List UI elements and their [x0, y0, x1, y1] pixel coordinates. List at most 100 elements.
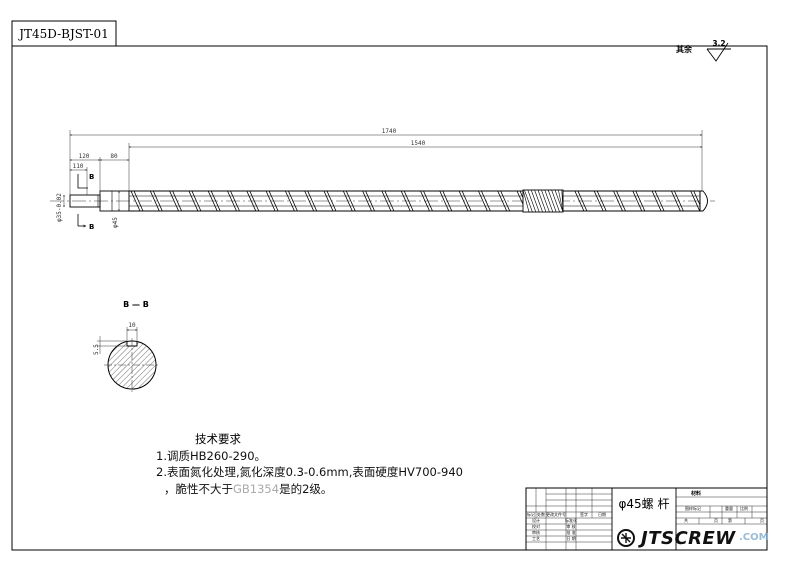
flight-line — [554, 189, 564, 213]
flight-line — [522, 189, 530, 213]
flight-line — [288, 190, 298, 212]
flight-line — [544, 189, 554, 213]
svg-text:校对: 校对 — [532, 523, 540, 529]
flight-line — [442, 190, 453, 212]
section-marker-bottom: B — [89, 223, 94, 231]
flight-line — [671, 190, 681, 212]
flight-line — [651, 190, 662, 212]
flight-line — [541, 189, 550, 213]
flight-line — [458, 190, 469, 212]
tech-req-title: 技术要求 — [195, 432, 241, 446]
dimensions — [63, 130, 703, 228]
svg-text:图样标记: 图样标记 — [685, 505, 701, 511]
flight-line — [613, 190, 623, 212]
section-marker-top: B — [89, 173, 94, 181]
screw-flights — [130, 190, 704, 212]
flight-line — [172, 190, 182, 212]
flight-line — [268, 190, 279, 212]
flight-line — [690, 190, 701, 212]
surface-finish-prefix: 其余 — [676, 44, 693, 54]
dim-key-depth: 5.5 — [93, 344, 100, 355]
flight-line — [534, 189, 543, 213]
mixing-section — [522, 189, 564, 213]
section-label: B — B — [123, 300, 149, 309]
flight-line — [188, 190, 199, 212]
tech-requirements: 技术要求 1.调质HB260-290。 2.表面氮化处理,氮化深度0.3-0.6… — [156, 432, 463, 496]
flight-line — [439, 190, 450, 212]
flight-line — [149, 190, 160, 212]
flight-line — [207, 190, 218, 212]
flight-line — [654, 190, 665, 212]
svg-text:审 核: 审 核 — [566, 523, 575, 529]
svg-text:比例: 比例 — [740, 505, 748, 511]
flight-line — [133, 190, 144, 212]
svg-text:重量: 重量 — [725, 505, 733, 511]
part-name: φ45螺 杆 — [618, 497, 669, 511]
logo-watermark: .COM — [739, 532, 769, 543]
svg-text:标准化: 标准化 — [565, 517, 577, 523]
logo-text: JTSCREW — [638, 528, 736, 549]
flight-line — [307, 190, 318, 212]
svg-text:设计: 设计 — [532, 517, 540, 523]
svg-text:批 准: 批 准 — [566, 529, 575, 535]
flight-line — [365, 190, 375, 212]
flight-line — [500, 190, 511, 212]
flight-line — [246, 190, 257, 212]
flight-line — [527, 189, 537, 213]
dim-total-length: 1740 — [382, 128, 397, 135]
svg-text:工艺: 工艺 — [532, 536, 540, 541]
flight-line — [524, 189, 533, 213]
flight-line — [530, 189, 540, 213]
svg-text:第: 第 — [728, 517, 732, 523]
svg-text:共: 共 — [684, 517, 688, 523]
section-view: B — B — [97, 300, 160, 392]
svg-text:标记: 标记 — [527, 511, 535, 517]
dim-thread-length: 1540 — [411, 140, 426, 147]
dim-shank-length: 120 — [79, 153, 90, 160]
flight-line — [285, 190, 295, 212]
flight-line — [345, 190, 356, 212]
svg-text:签字: 签字 — [580, 511, 588, 517]
flight-line — [265, 190, 276, 212]
flight-line — [593, 190, 604, 212]
dim-shoulder-length: 80 — [110, 153, 118, 160]
flight-line — [342, 190, 353, 212]
flight-line — [423, 190, 433, 212]
flight-line — [596, 190, 607, 212]
tech-req-item-3: ，脆性不大于GB1354是的2级。 — [164, 482, 332, 496]
flight-line — [537, 189, 547, 213]
tech-req-item-2: 2.表面氮化处理,氮化深度0.3-0.6mm,表面硬度HV700-940 — [156, 465, 463, 479]
flight-line — [191, 190, 202, 212]
dim-shank-diameter: φ35-0.02 — [56, 193, 63, 222]
flight-line — [384, 190, 395, 212]
flight-line — [400, 190, 411, 212]
flight-line — [169, 190, 179, 212]
sheet-labels: 共 页 第 页 — [684, 517, 764, 523]
flight-line — [420, 190, 430, 212]
flight-line — [481, 190, 491, 212]
company-logo: JTSCREW .COM — [617, 528, 769, 549]
svg-text:日期: 日期 — [598, 511, 606, 517]
flight-line — [304, 190, 315, 212]
flight-line — [130, 190, 141, 212]
flight-line — [210, 190, 221, 212]
surface-finish-value: 3.2 — [712, 39, 725, 48]
flight-line — [249, 190, 260, 212]
flight-line — [674, 190, 684, 212]
flight-line — [403, 190, 414, 212]
svg-text:审核: 审核 — [532, 529, 540, 535]
dim-key-width: 10 — [128, 322, 136, 329]
drawing-number: JT45D-BJST-01 — [17, 27, 109, 41]
flight-line — [547, 189, 557, 213]
flight-line — [574, 190, 585, 212]
drawing-border — [11, 45, 768, 551]
tech-req-item-1: 1.调质HB260-290。 — [156, 449, 266, 463]
flight-line — [551, 189, 560, 213]
screw-view — [50, 189, 715, 213]
svg-text:页: 页 — [760, 518, 764, 523]
svg-text:日 期: 日 期 — [566, 535, 575, 541]
flight-line — [461, 190, 472, 212]
surface-finish-symbol: 其余 3.2 — [676, 39, 731, 62]
svg-text:页: 页 — [714, 518, 718, 523]
flight-line — [616, 190, 626, 212]
